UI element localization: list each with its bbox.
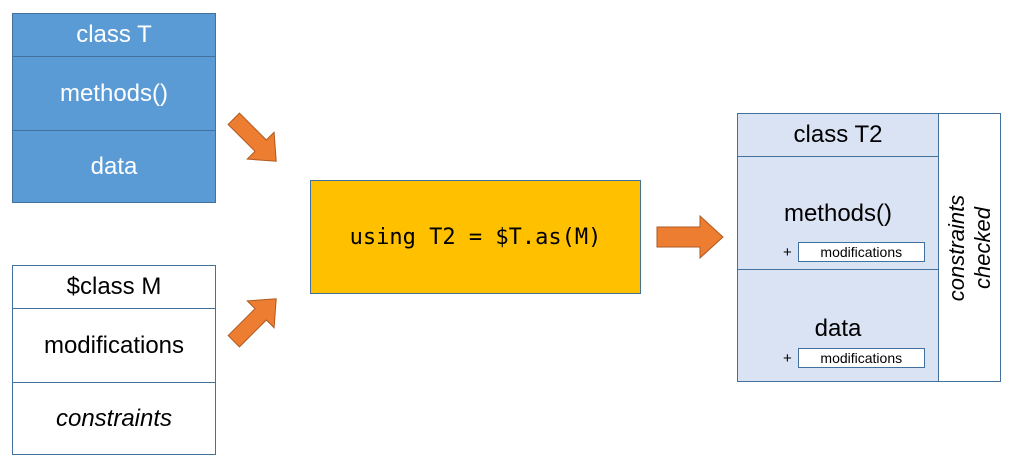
divider	[13, 56, 215, 57]
using-statement-code: using T2 = $T.as(M)	[349, 224, 602, 250]
divider	[938, 114, 939, 381]
plus-sign: +	[783, 349, 792, 367]
divider	[13, 308, 215, 309]
arrow-right-down-icon	[227, 112, 277, 162]
class-t2-box: class T2 methods() + modifications data …	[737, 113, 1001, 382]
arrow-right-icon	[656, 214, 724, 260]
class-t2-data: data	[814, 315, 862, 342]
class-t-data: data	[90, 152, 138, 180]
class-m-constraints: constraints	[55, 404, 173, 432]
class-t2-title: class T2	[793, 121, 883, 148]
arrow-right-up-icon	[227, 298, 277, 348]
class-t-methods: methods()	[59, 79, 169, 107]
divider	[13, 382, 215, 383]
class-t-title: class T	[76, 21, 152, 48]
data-modifications-row: + modifications	[783, 348, 925, 368]
methods-modifications-box: modifications	[797, 242, 925, 262]
class-m-title: $class M	[66, 273, 162, 300]
class-m-modifications: modifications	[43, 331, 185, 359]
data-modifications-box: modifications	[797, 348, 925, 368]
using-statement-box: using T2 = $T.as(M)	[310, 180, 641, 294]
plus-sign: +	[783, 243, 792, 261]
methods-modifications-row: + modifications	[783, 242, 925, 262]
class-t2-methods: methods()	[783, 200, 893, 227]
constraints-checked-column: constraints checked	[939, 114, 1000, 381]
class-t-box: class T methods() data	[12, 13, 216, 203]
divider	[738, 156, 938, 157]
divider	[13, 130, 215, 131]
divider	[738, 269, 938, 270]
class-m-box: $class M modifications constraints	[12, 265, 216, 455]
